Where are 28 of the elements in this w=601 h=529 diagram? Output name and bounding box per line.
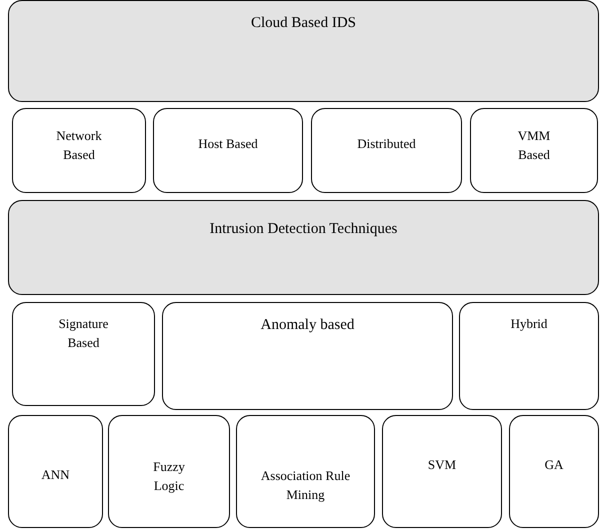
box-label: Network Based [55,127,103,164]
category-box [12,302,155,406]
category-box [108,415,230,528]
category-box [162,302,453,410]
box-label: Association Rule Mining [260,467,352,504]
box-label: VMM Based [516,127,552,164]
category-box [153,108,303,193]
category-box [311,108,462,193]
box-label: SVM [428,456,456,474]
box-label: Distributed [357,135,416,153]
box-label: GA [544,456,564,474]
category-box [382,415,502,528]
box-label: Host Based [198,135,258,153]
box-label: Intrusion Detection Techniques [210,220,398,239]
category-box [470,108,598,193]
box-label: ANN [41,466,70,484]
category-box [8,415,103,528]
category-box [8,200,599,295]
box-label: Signature Based [58,315,110,352]
box-label: Cloud Based IDS [251,14,356,33]
box-label: Hybrid [510,315,548,333]
category-box [236,415,375,528]
box-label: Fuzzy Logic [152,458,186,495]
box-label: Anomaly based [260,316,354,335]
category-box [459,302,599,410]
category-box [12,108,146,193]
category-box [8,0,599,102]
category-box [509,415,599,528]
